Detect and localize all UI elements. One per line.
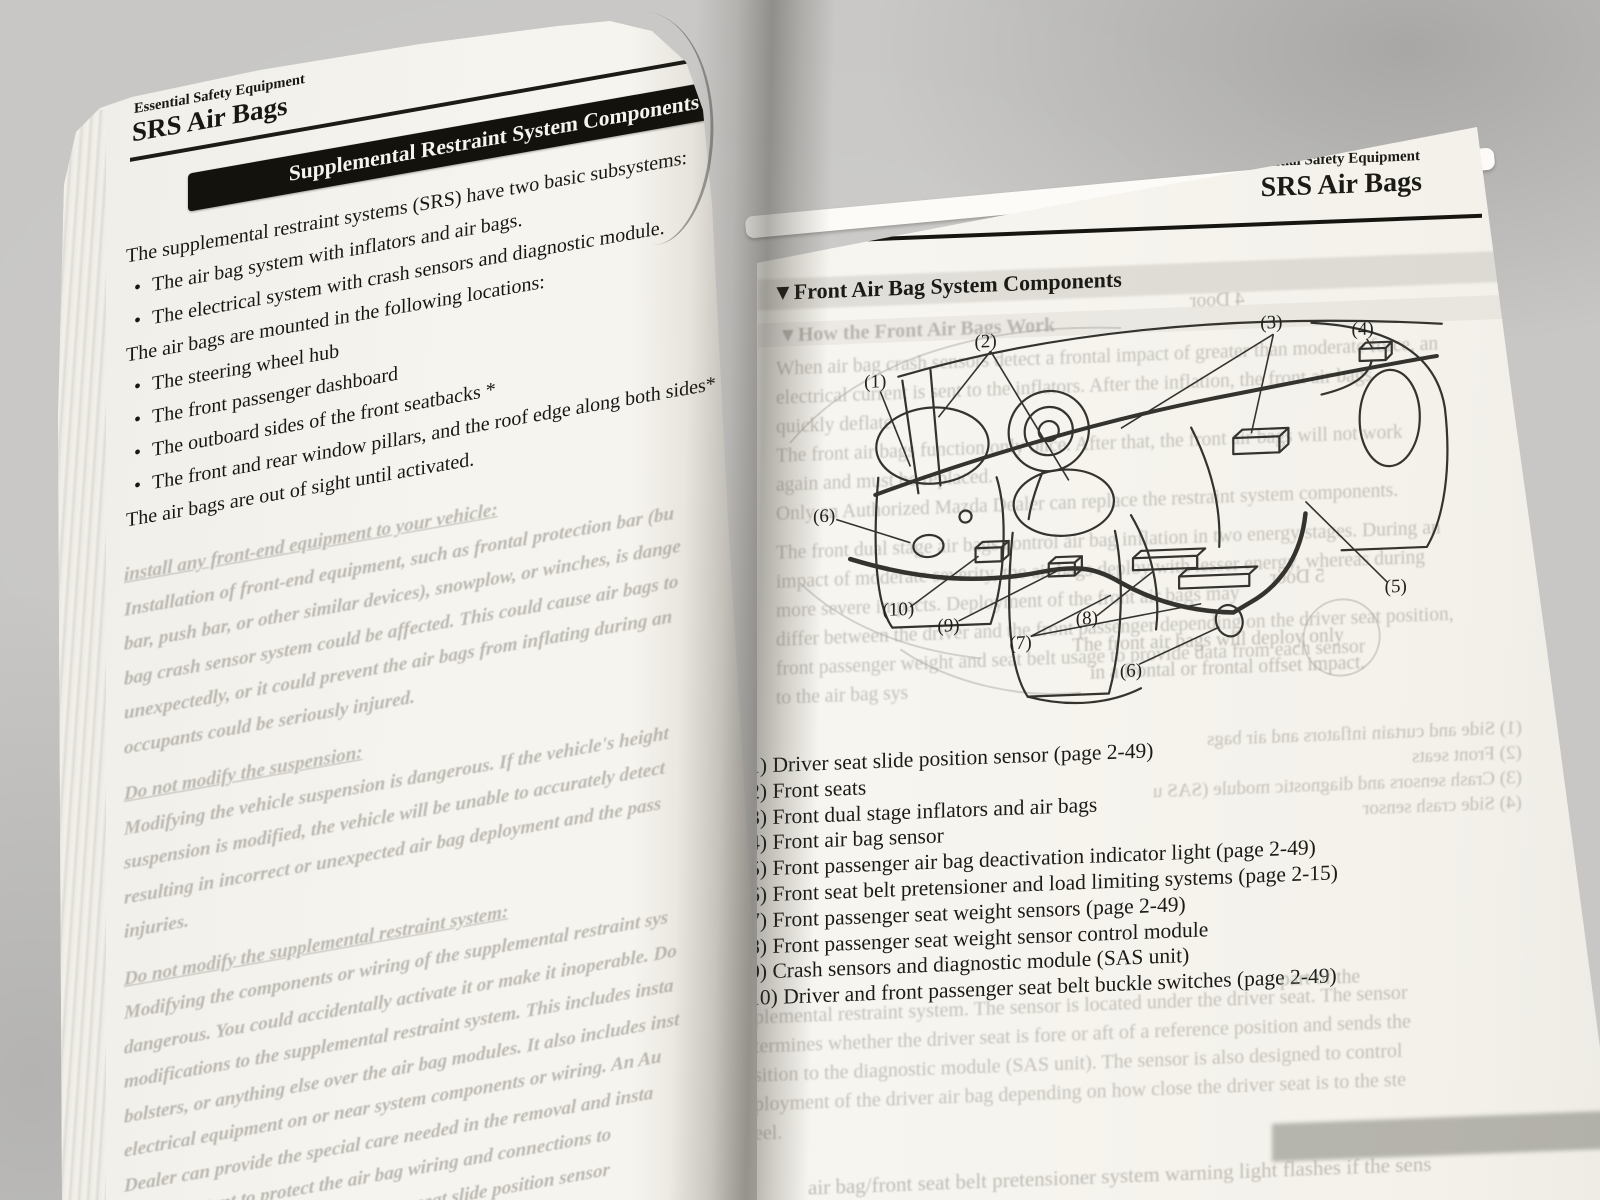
callout-7: (7) bbox=[1010, 632, 1032, 654]
callout-4: (4) bbox=[1352, 318, 1374, 340]
ghost-warning-line: air bag/front seat belt pretensioner sys… bbox=[808, 1151, 1432, 1200]
callout-labels: (1) (2) (3) (4) (5) (6) (7) (8) (9) (10)… bbox=[813, 312, 1407, 682]
left-page-edge-stack bbox=[58, 110, 106, 1200]
car-interior-linework bbox=[847, 319, 1449, 705]
callout-2: (2) bbox=[974, 331, 996, 353]
ghost-car-outline bbox=[789, 326, 1381, 695]
callout-3: (3) bbox=[1260, 312, 1282, 334]
callout-8: (8) bbox=[1076, 608, 1098, 630]
callout-10: (10) bbox=[882, 599, 914, 621]
right-page-content: Essential Safety Equipment SRS Air Bags … bbox=[757, 127, 1600, 1200]
callout-leader-lines bbox=[835, 333, 1389, 666]
callout-5: (5) bbox=[1385, 576, 1407, 598]
front-airbag-components-diagram: (1) (2) (3) (4) (5) (6) (7) (8) (9) (10)… bbox=[780, 295, 1492, 754]
callout-9: (9) bbox=[937, 615, 959, 637]
callout-6b: (6) bbox=[1120, 660, 1142, 682]
diagram-legend-list: (1) Driver seat slide position sensor (p… bbox=[757, 731, 1338, 1012]
book-gutter-shadow bbox=[668, 0, 836, 1200]
callout-6: (6) bbox=[813, 506, 835, 528]
callout-1: (1) bbox=[864, 371, 886, 393]
